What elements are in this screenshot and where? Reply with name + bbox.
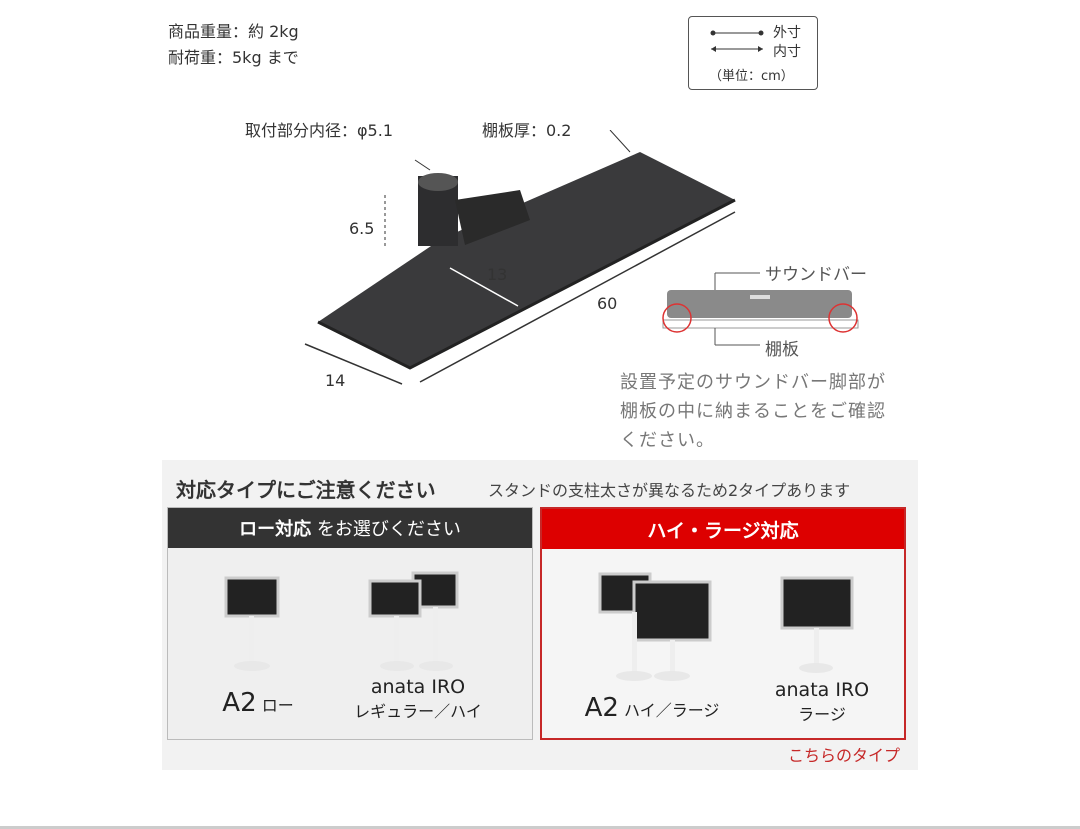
load-capacity: 耐荷重：5kg まで <box>168 48 299 67</box>
note-line: 棚板の中に納まることをご確認 <box>620 401 886 422</box>
compatibility-panel: 対応タイプにご注意ください スタンドの支柱太さが異なるため2タイプあります ロー… <box>162 460 918 770</box>
compat-title: 対応タイプにご注意ください <box>176 478 436 502</box>
inner-depth-label: 13 <box>487 265 508 284</box>
soundbar-label: サウンドバー <box>765 265 867 285</box>
dimension-legend: 外寸 内寸 （単位：cm） <box>688 16 818 90</box>
legend-inner: 内寸 <box>773 44 801 60</box>
low-header-bold: ロー対応 <box>239 519 312 540</box>
model-anata-iro-regular: anata IRO レギュラー／ハイ <box>343 676 493 722</box>
low-header-rest: をお選びください <box>316 519 461 540</box>
high-type-header: ハイ・ラージ対応 <box>542 509 904 549</box>
tv-stand-anata-iro-large <box>780 576 854 673</box>
model-a2-high-large: A2 ハイ／ラージ <box>562 693 742 723</box>
tv-stand-images <box>224 571 459 671</box>
model-variant: ロー <box>261 696 294 715</box>
low-type-box: ロー対応 をお選びください A2 ロー anata IRO レギュラー／ハイ <box>167 507 533 740</box>
model-name: A2 <box>222 688 257 718</box>
product-weight: 商品重量：約 2kg <box>168 22 299 41</box>
height-label: 6.5 <box>349 219 375 238</box>
low-type-header: ロー対応 をお選びください <box>168 508 532 548</box>
high-large-type-box: ハイ・ラージ対応 A2 ハイ／ラージ anata IRO ラージ <box>540 507 906 740</box>
this-type-label: こちらのタイプ <box>787 746 900 765</box>
legend-outer: 外寸 <box>773 25 801 41</box>
model-a2-low: A2 ロー <box>208 688 308 718</box>
shelf-label: 棚板 <box>765 340 799 360</box>
model-variant: ラージ <box>798 705 846 724</box>
arrow-legend-icon <box>710 30 764 52</box>
legend-unit: （単位：cm） <box>709 69 794 84</box>
shelf-thickness-label: 棚板厚：0.2 <box>482 121 572 140</box>
tv-stand-a2-low <box>224 576 280 671</box>
model-name: anata IRO <box>774 679 870 701</box>
note-line: 設置予定のサウンドバー脚部が <box>620 372 886 393</box>
tv-stand-anata-iro <box>368 571 459 671</box>
tv-stand-images <box>598 572 854 681</box>
mount-diameter-label: 取付部分内径：φ5.1 <box>245 121 394 140</box>
width-label: 60 <box>597 294 618 313</box>
shelf-illustration <box>304 130 736 385</box>
model-variant: ハイ／ラージ <box>624 701 720 720</box>
model-variant: レギュラー／ハイ <box>354 702 482 721</box>
note-line: ください。 <box>620 430 715 451</box>
compat-subtitle: スタンドの支柱太さが異なるため2タイプあります <box>488 481 851 500</box>
soundbar-diagram <box>662 272 859 346</box>
model-name: A2 <box>584 693 619 723</box>
outer-depth-label: 14 <box>325 371 346 390</box>
divider <box>0 826 1080 829</box>
model-anata-iro-large: anata IRO ラージ <box>747 679 897 725</box>
model-name: anata IRO <box>370 676 466 698</box>
tv-stand-a2-high <box>598 572 712 681</box>
installation-note: 設置予定のサウンドバー脚部が 棚板の中に納まることをご確認 ください。 <box>620 368 886 455</box>
